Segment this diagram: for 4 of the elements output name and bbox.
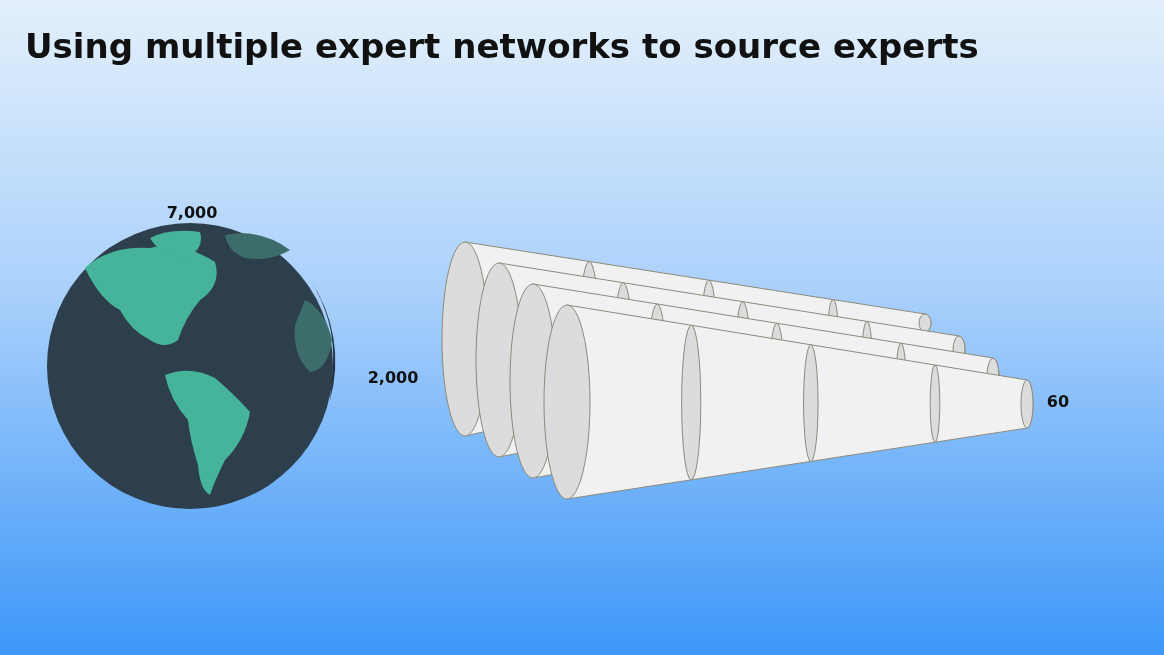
- title: Using multiple expert networks to source experts: [25, 26, 979, 66]
- value-label: 60: [1046, 391, 1070, 411]
- value-label: 7,000: [166, 202, 218, 222]
- value-label: 2,000: [367, 367, 419, 387]
